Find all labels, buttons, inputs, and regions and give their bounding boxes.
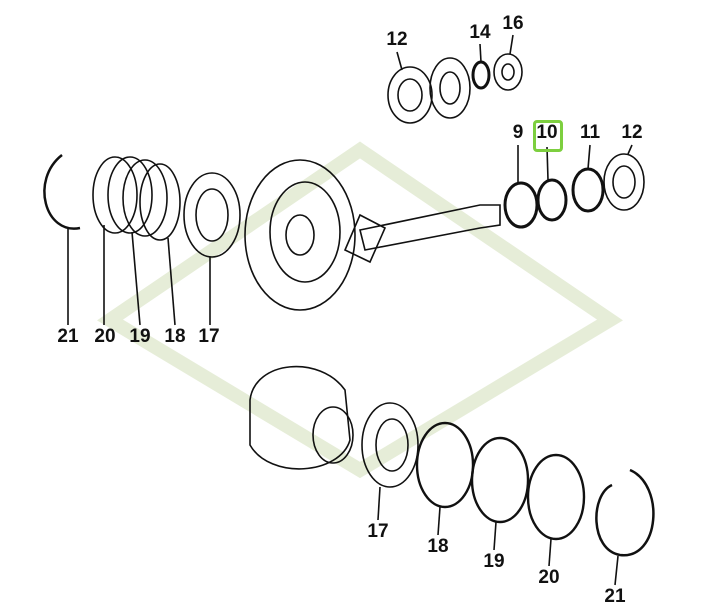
label-top-12: 12 — [386, 29, 408, 50]
bearing-17-left — [183, 172, 241, 258]
shim-19 — [470, 436, 530, 524]
shim-20 — [526, 453, 586, 541]
circlip-21-bottom — [595, 468, 655, 557]
pinion-shaft — [343, 204, 501, 264]
label-right-10-highlighted[interactable]: 10 — [536, 122, 558, 143]
label-top-14: 14 — [469, 22, 491, 43]
ring-10 — [536, 178, 568, 222]
label-left-21[interactable]: 21 — [57, 326, 79, 347]
highlight-box — [533, 120, 563, 152]
shim-18 — [415, 421, 475, 509]
label-right-9[interactable]: 9 — [512, 122, 524, 143]
watermark-diamond — [97, 141, 623, 479]
label-bottom-17[interactable]: 17 — [367, 521, 389, 542]
label-left-20[interactable]: 20 — [94, 326, 116, 347]
differential-housing — [249, 365, 354, 470]
label-left-19[interactable]: 19 — [129, 326, 151, 347]
label-left-17[interactable]: 17 — [198, 326, 220, 347]
label-right-11[interactable]: 11 — [579, 122, 601, 143]
ring-11 — [571, 167, 605, 213]
top-ring-14 — [471, 60, 491, 90]
bearing-17-bottom — [361, 402, 419, 488]
ring-gear — [244, 159, 356, 311]
label-bottom-20[interactable]: 20 — [538, 567, 560, 588]
shims-left — [92, 156, 181, 241]
label-top-16: 16 — [502, 13, 524, 34]
label-bottom-18[interactable]: 18 — [427, 536, 449, 557]
label-bottom-19[interactable]: 19 — [483, 551, 505, 572]
ring-9 — [503, 181, 539, 229]
label-bottom-21[interactable]: 21 — [604, 586, 626, 607]
bearing-12-right — [603, 153, 645, 211]
circlip-21-left — [43, 154, 81, 230]
top-nut-16 — [493, 53, 523, 91]
top-gear — [429, 57, 471, 119]
label-right-12[interactable]: 12 — [621, 122, 643, 143]
label-left-18[interactable]: 18 — [164, 326, 186, 347]
top-bearing-12 — [387, 66, 433, 124]
